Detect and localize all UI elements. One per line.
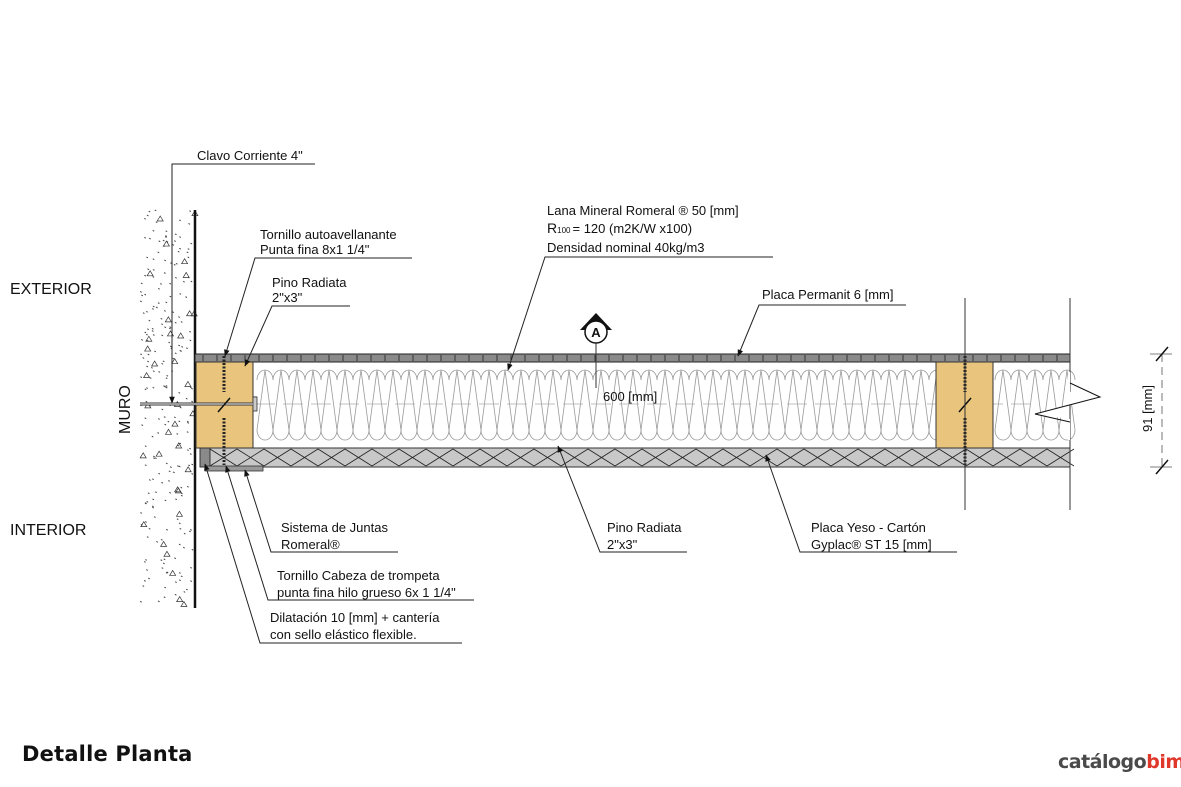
leader-dilatacion: Dilatación 10 [mm] + cantería con sello … — [204, 463, 462, 644]
leader-lana: Lana Mineral Romeral ® 50 [mm] R100= 120… — [507, 203, 773, 371]
svg-text:Tornillo autoavellanante: Tornillo autoavellanante — [260, 227, 397, 242]
svg-text:2"x3": 2"x3" — [607, 537, 638, 552]
leader-tornillo-auto: Tornillo autoavellanante Punta fina 8x1 … — [224, 227, 412, 357]
svg-text:punta fina hilo grueso 6x 1 1/: punta fina hilo grueso 6x 1 1/4" — [277, 585, 456, 600]
leader-clavo: Clavo Corriente 4" — [169, 148, 315, 404]
svg-text:Placa Permanit 6 [mm]: Placa Permanit 6 [mm] — [762, 287, 894, 302]
catalogobim-logo[interactable]: catálogobim — [1058, 751, 1181, 773]
svg-text:con sello elástico flexible.: con sello elástico flexible. — [270, 627, 417, 642]
svg-text:2"x3": 2"x3" — [272, 290, 303, 305]
svg-text:Punta fina 8x1 1/4": Punta fina 8x1 1/4" — [260, 242, 370, 257]
nail-head — [252, 396, 258, 412]
permanit-board — [194, 353, 1071, 363]
logo-part-catalogo: catálogo — [1058, 751, 1147, 773]
drawing-title: Detalle Planta — [22, 742, 193, 766]
leader-pino-top: Pino Radiata 2"x3" — [244, 275, 350, 367]
svg-text:Pino Radiata: Pino Radiata — [272, 275, 347, 290]
gypsum-board — [199, 447, 1071, 468]
logo-part-bim: bim — [1146, 751, 1181, 773]
svg-text:Sistema de Juntas: Sistema de Juntas — [281, 520, 388, 535]
svg-text:Placa Yeso - Cartón: Placa Yeso - Cartón — [811, 520, 926, 535]
svg-text:Romeral®: Romeral® — [281, 537, 340, 552]
svg-text:A: A — [591, 325, 601, 340]
svg-text:Gyplac® ST 15 [mm]: Gyplac® ST 15 [mm] — [811, 537, 932, 552]
svg-text:Clavo Corriente 4": Clavo Corriente 4" — [197, 148, 303, 163]
gypsum-hatch — [209, 448, 1075, 467]
leader-juntas: Sistema de Juntas Romeral® — [244, 469, 398, 553]
break-line — [1034, 382, 1102, 423]
leader-trompeta: Tornillo Cabeza de trompeta punta fina h… — [225, 465, 474, 601]
leader-yeso: Placa Yeso - Cartón Gyplac® ST 15 [mm] — [765, 454, 957, 553]
svg-text:Dilatación 10 [mm] + cantería: Dilatación 10 [mm] + cantería — [270, 610, 440, 625]
concrete-wall — [139, 209, 199, 607]
leader-pino-bot: Pino Radiata 2"x3" — [557, 445, 687, 553]
zone-exterior: EXTERIOR — [10, 281, 92, 298]
svg-text:R100= 120 (m2K/W x100): R100= 120 (m2K/W x100) — [547, 220, 692, 236]
svg-text:Pino Radiata: Pino Radiata — [607, 520, 682, 535]
svg-text:Densidad nominal 40kg/m3: Densidad nominal 40kg/m3 — [547, 240, 705, 255]
svg-text:Lana Mineral Romeral ® 50 [m: Lana Mineral Romeral ® 50 [mm] — [547, 203, 739, 218]
zone-wall: MURO — [117, 385, 134, 434]
leader-permanit: Placa Permanit 6 [mm] — [737, 287, 906, 357]
spacing-dimension: 600 [mm] — [603, 389, 657, 404]
zone-interior: INTERIOR — [10, 522, 86, 539]
thickness-dimension: 91 [mm] — [1140, 385, 1155, 432]
mineral-wool-insulation — [256, 369, 1076, 441]
joint-tape — [204, 465, 264, 472]
svg-text:Tornillo Cabeza de trompeta: Tornillo Cabeza de trompeta — [277, 568, 440, 583]
